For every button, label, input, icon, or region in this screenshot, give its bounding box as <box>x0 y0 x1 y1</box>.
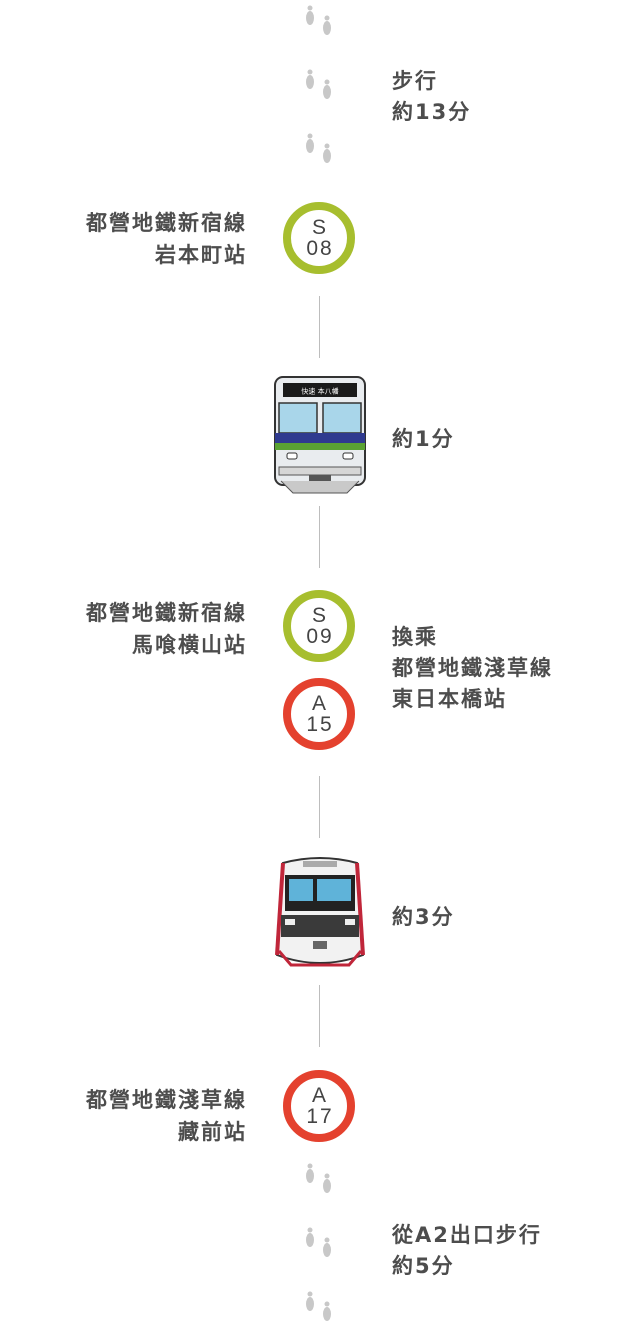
walk-start-line-1: 步行 <box>392 69 438 93</box>
transfer-line-name: 都營地鐵淺草線 <box>392 656 553 680</box>
station-2-badge: S 09 <box>283 590 355 662</box>
station-1-station-name: 岩本町站 <box>155 243 247 267</box>
footprints-icon <box>306 133 331 163</box>
train-1-headsign: 快速 本八幡 <box>301 387 338 396</box>
ride-1-duration: 約1分 <box>392 424 455 455</box>
transfer-station-badge: A 15 <box>283 678 355 750</box>
footprints-icon <box>306 1163 331 1193</box>
footprints-icon <box>306 69 331 99</box>
ride-2-duration: 約3分 <box>392 902 455 933</box>
station-2-line-name: 都營地鐵新宿線 <box>86 601 247 625</box>
transfer-badge-number: 15 <box>306 713 334 736</box>
transfer-text: 換乘 都營地鐵淺草線 東日本橋站 <box>392 622 553 715</box>
asakusa-line-train-icon <box>275 857 365 967</box>
route-line <box>319 506 320 568</box>
transfer-label: 換乘 <box>392 625 438 649</box>
footprints-icon <box>306 1227 331 1257</box>
ride-2-label: 約3分 <box>392 905 455 929</box>
station-3-badge-number: 17 <box>306 1105 334 1128</box>
station-2-name: 都營地鐵新宿線 馬喰横山站 <box>86 597 247 661</box>
station-1-name: 都營地鐵新宿線 岩本町站 <box>86 207 247 271</box>
walk-end-duration: 約5分 <box>392 1254 455 1278</box>
station-3-station-name: 藏前站 <box>178 1120 247 1144</box>
transfer-badge-letter: A <box>311 692 328 715</box>
station-1-line-name: 都營地鐵新宿線 <box>86 211 247 235</box>
footprints-icon <box>306 1291 331 1321</box>
route-line <box>319 985 320 1047</box>
walk-end-line-1: 從A2出口步行 <box>392 1223 542 1247</box>
station-3-name: 都營地鐵淺草線 藏前站 <box>86 1084 247 1148</box>
walk-start-duration: 約13分 <box>392 100 472 124</box>
station-1-badge-letter: S <box>311 216 328 239</box>
route-line <box>319 776 320 838</box>
station-2-badge-letter: S <box>311 604 328 627</box>
station-1-badge: S 08 <box>283 202 355 274</box>
transfer-station-name: 東日本橋站 <box>392 687 507 711</box>
ride-1-label: 約1分 <box>392 427 455 451</box>
footprints-icon <box>306 5 331 35</box>
station-1-badge-number: 08 <box>306 237 334 260</box>
station-2-station-name: 馬喰横山站 <box>132 633 247 657</box>
walk-start-text: 步行 約13分 <box>392 66 471 128</box>
station-3-badge-letter: A <box>311 1084 328 1107</box>
station-2-badge-number: 09 <box>306 625 334 648</box>
station-3-badge: A 17 <box>283 1070 355 1142</box>
station-3-line-name: 都營地鐵淺草線 <box>86 1088 247 1112</box>
shinjuku-line-train-icon: 快速 本八幡 <box>274 376 366 494</box>
walk-end-text: 從A2出口步行 約5分 <box>392 1220 542 1282</box>
route-line <box>319 296 320 358</box>
